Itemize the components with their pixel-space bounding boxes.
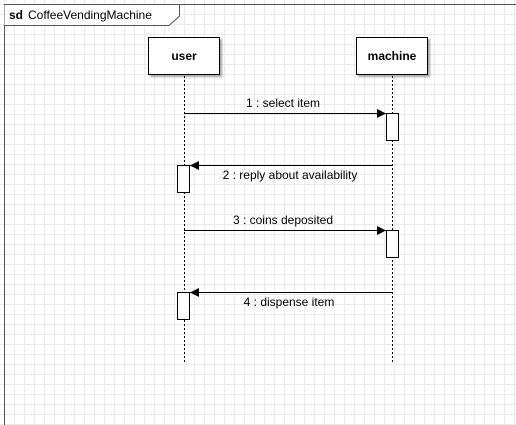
activation-machine-1 [386,113,399,141]
activation-user-4 [177,292,190,320]
lifeline-machine-label: machine [367,49,417,63]
lifeline-user-head: user [148,37,220,75]
activation-machine-3 [386,230,399,258]
frame-keyword: sd [9,8,24,22]
message-label-2: 2 : reply about availability [222,168,358,182]
lifeline-user-label: user [171,49,197,63]
message-label-4: 4 : dispense item [243,295,335,309]
frame-tab [4,4,180,26]
frame-name: CoffeeVendingMachine [28,8,152,22]
diagram-frame [4,4,516,425]
lifeline-machine-head: machine [356,37,428,75]
frame-title: sd CoffeeVendingMachine [9,8,152,22]
activation-user-2 [177,165,190,193]
message-label-1: 1 : select item [245,96,321,110]
message-label-3: 3 : coins deposited [232,213,334,227]
